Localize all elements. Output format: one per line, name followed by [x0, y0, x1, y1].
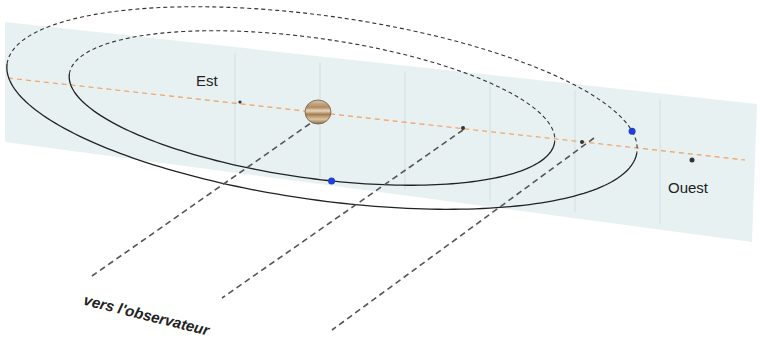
position-dots: [328, 128, 636, 185]
direction-label: Ouest: [668, 180, 708, 197]
moon-dot: [238, 100, 241, 103]
moon-dot: [690, 158, 695, 163]
sight-line: [332, 138, 594, 330]
observer-label: vers l'observateur: [82, 292, 211, 339]
direction-label: Est: [196, 73, 218, 90]
jupiter: [305, 100, 331, 124]
sight-lines: [92, 118, 594, 330]
position-dot: [629, 128, 636, 135]
moon-dot: [461, 126, 465, 130]
moon-dot: [580, 140, 584, 144]
grid-line: [490, 81, 491, 201]
moons: [238, 100, 694, 162]
orbits: [7, 7, 637, 210]
orbit-back: [7, 7, 637, 153]
grid-line: [235, 53, 236, 167]
orbit-front: [7, 64, 637, 210]
grid-line: [405, 72, 406, 190]
sight-line: [222, 130, 463, 298]
orbital-plane: [5, 22, 757, 242]
equator-line: [8, 78, 745, 160]
position-dot: [328, 177, 335, 184]
jupiter-disc: [305, 100, 331, 124]
grid-line: [660, 99, 661, 223]
orbit-front: [69, 74, 554, 185]
orbit-back: [69, 31, 554, 142]
sight-line: [92, 118, 318, 276]
